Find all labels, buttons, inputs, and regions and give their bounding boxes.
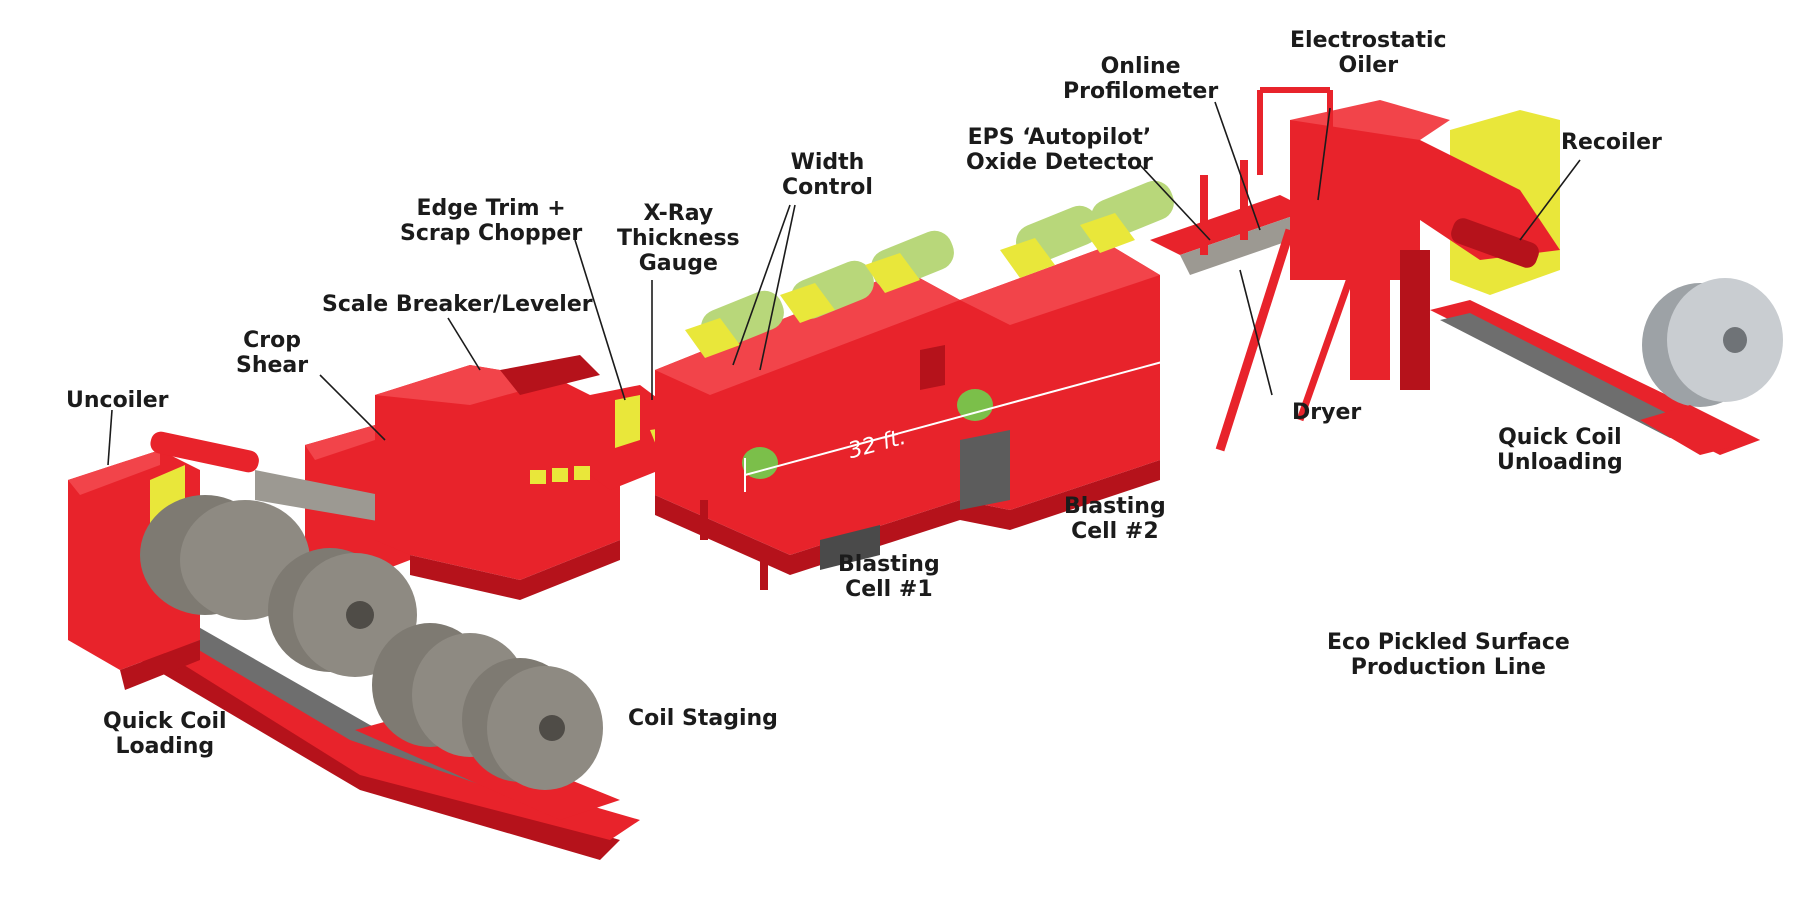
uncoiler-machine [68, 431, 259, 690]
dimension-line [744, 361, 1163, 476]
label-blasting-cell-2: Blasting Cell #2 [1064, 494, 1166, 544]
label-coil-staging: Coil Staging [628, 706, 778, 731]
label-recoiler: Recoiler [1561, 130, 1662, 155]
leader-lines [107, 101, 1581, 466]
line-title: Eco Pickled Surface Production Line [1327, 630, 1570, 680]
label-width-control: Width Control [782, 150, 873, 200]
blasting-cell-2-machine [957, 180, 1174, 530]
staging-coils [355, 623, 620, 820]
blasting-cell-1-machine [655, 230, 960, 590]
label-quick-coil-loading: Quick Coil Loading [103, 709, 227, 759]
label-blasting-cell-1: Blasting Cell #1 [838, 552, 940, 602]
label-electrostatic-oiler: Electrostatic Oiler [1290, 28, 1447, 78]
unloading-coil [1640, 278, 1783, 455]
label-uncoiler: Uncoiler [66, 388, 169, 413]
label-edge-trim: Edge Trim + Scrap Chopper [400, 196, 583, 246]
edge-trim-machine [590, 385, 660, 490]
exit-section-frame [1150, 87, 1450, 452]
label-xray-gauge: X-Ray Thickness Gauge [617, 201, 740, 276]
label-quick-coil-unloading: Quick Coil Unloading [1497, 425, 1623, 475]
label-scale-breaker: Scale Breaker/Leveler [322, 292, 593, 317]
scale-breaker-machine [375, 355, 620, 600]
label-profilometer: Online Profilometer [1063, 54, 1219, 104]
label-dryer: Dryer [1292, 400, 1362, 425]
label-crop-shear: Crop Shear [236, 328, 309, 378]
label-eps-detector: EPS ‘Autopilot’ Oxide Detector [966, 125, 1153, 175]
